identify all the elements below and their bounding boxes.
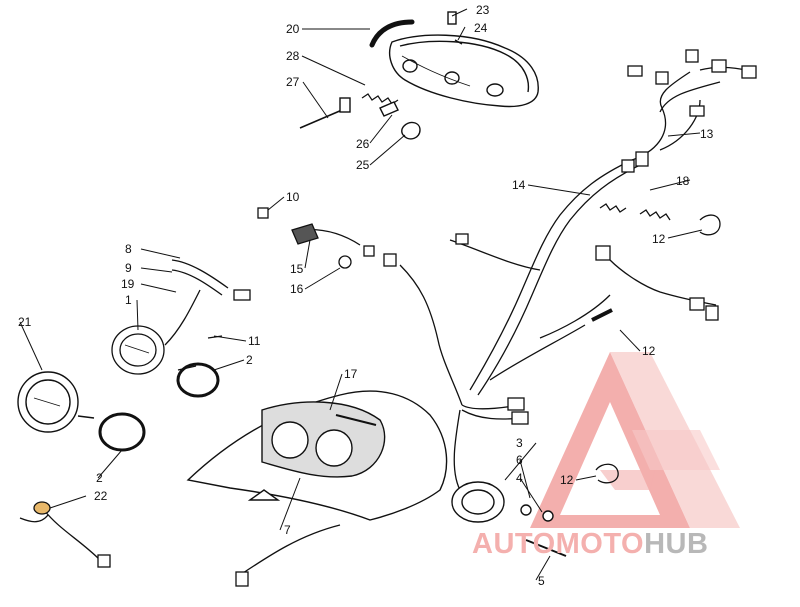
callout-9: 9 <box>125 261 132 275</box>
callout-20: 20 <box>286 22 300 36</box>
gauge-large <box>17 371 95 433</box>
bezel-rings <box>98 362 220 452</box>
callout-2-upper: 2 <box>246 353 253 367</box>
callout-18: 18 <box>676 174 690 188</box>
callout-17: 17 <box>344 367 358 381</box>
callout-3: 3 <box>516 436 523 450</box>
dash-panel <box>186 390 448 521</box>
watermark-moto: MOTO <box>556 528 644 560</box>
watermark-auto: AUTO <box>472 528 556 560</box>
callout-25: 25 <box>356 158 370 172</box>
callout-7: 7 <box>284 523 291 537</box>
callout-19: 19 <box>121 277 135 291</box>
callout-1: 1 <box>125 293 132 307</box>
callout-14: 14 <box>512 178 526 192</box>
callout-27: 27 <box>286 75 300 89</box>
callout-11: 11 <box>248 334 261 348</box>
callout-23: 23 <box>476 3 490 17</box>
callout-28: 28 <box>286 49 300 63</box>
watermark-logo <box>530 352 740 528</box>
callout-labels: 20 23 24 28 27 26 25 13 14 18 12 10 15 1… <box>18 3 714 588</box>
sub-harness <box>19 501 341 587</box>
callout-5: 5 <box>538 574 545 588</box>
callout-10: 10 <box>286 190 300 204</box>
callout-8: 8 <box>125 242 132 256</box>
callout-6: 6 <box>516 453 523 467</box>
callout-26: 26 <box>356 137 370 151</box>
callout-12-upper: 12 <box>652 232 666 246</box>
callout-15: 15 <box>290 262 304 276</box>
horn-assembly <box>451 481 567 557</box>
callout-21: 21 <box>18 315 32 329</box>
svg-text:AUTOMOTOHUB: AUTOMOTOHUB <box>472 528 708 560</box>
watermark-hub: HUB <box>644 528 708 560</box>
callout-12-middle: 12 <box>642 344 656 358</box>
callout-12-lower: 12 <box>560 473 574 487</box>
callout-4: 4 <box>516 471 523 485</box>
callout-22: 22 <box>94 489 108 503</box>
callout-2-lower: 2 <box>96 471 103 485</box>
callout-16: 16 <box>290 282 304 296</box>
callout-13: 13 <box>700 127 714 141</box>
callout-24: 24 <box>474 21 488 35</box>
wiring-harness <box>299 49 757 491</box>
leader-lines <box>19 8 703 581</box>
headlight-assembly <box>299 11 539 140</box>
watermark-text: AUTOMOTOHUB <box>472 528 708 560</box>
mount-bracket <box>257 207 352 269</box>
